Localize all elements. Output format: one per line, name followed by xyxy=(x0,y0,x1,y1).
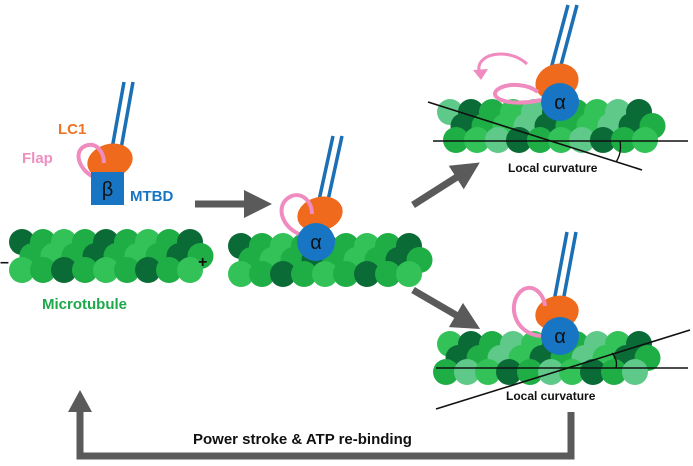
local-curvature-label-top: Local curvature xyxy=(508,161,598,175)
tubulin-subunit xyxy=(396,261,422,287)
tubulin-subunit xyxy=(454,359,480,385)
microtubule-label: Microtubule xyxy=(42,296,127,313)
tubulin-subunit xyxy=(375,261,401,287)
beta-symbol: β xyxy=(102,179,114,201)
tubulin-subunit xyxy=(30,257,56,283)
mtbd-alpha-head xyxy=(541,317,579,355)
tubulin-subunit xyxy=(249,261,275,287)
tubulin-subunit xyxy=(312,261,338,287)
alpha-symbol: α xyxy=(554,92,566,114)
tubulin-subunit xyxy=(569,127,595,153)
mtbd-alpha-head xyxy=(541,83,579,121)
tubulin-subunit xyxy=(93,257,119,283)
tubulin-subunit xyxy=(291,261,317,287)
tubulin-subunit xyxy=(464,127,490,153)
lc1-label: LC1 xyxy=(58,121,86,138)
panel-curvature-top: α xyxy=(473,4,579,121)
tubulin-subunit xyxy=(590,127,616,153)
tubulin-subunit xyxy=(354,261,380,287)
tubulin-subunit xyxy=(433,359,459,385)
arrow-to-top xyxy=(411,162,480,208)
curvature-line-tilted xyxy=(435,329,691,410)
tubulin-subunit xyxy=(135,257,161,283)
local-curvature-label-bottom: Local curvature xyxy=(506,389,596,403)
curvature-angle-arc xyxy=(615,140,622,163)
tubulin-subunit xyxy=(538,359,564,385)
mtbd-beta-head xyxy=(91,172,124,205)
tubulin-subunit xyxy=(177,257,203,283)
flap-motion-arrowhead xyxy=(473,69,488,80)
flap-loop xyxy=(279,193,314,238)
tubulin-subunit xyxy=(228,261,254,287)
panel-beta-state: β LC1 Flap MTBD xyxy=(22,81,173,205)
panel-alpha-bound: α xyxy=(279,135,344,261)
cycle-return-arrow xyxy=(76,410,575,460)
flap-loop xyxy=(511,285,547,338)
tubulin-subunit xyxy=(156,257,182,283)
tubulin-subunit xyxy=(72,257,98,283)
flap-loop xyxy=(492,82,542,105)
tubulin-subunit xyxy=(51,257,77,283)
tubulin-subunit xyxy=(622,359,648,385)
curvature-line-tilted xyxy=(427,101,643,171)
tubulin-subunit xyxy=(475,359,501,385)
cycle-label: Power stroke & ATP re-binding xyxy=(193,431,412,448)
tubulin-subunit xyxy=(611,127,637,153)
alpha-symbol: α xyxy=(310,232,322,254)
tubulin-subunit xyxy=(580,359,606,385)
alpha-symbol: α xyxy=(554,326,566,348)
tubulin-subunit xyxy=(601,359,627,385)
plus-end-label: + xyxy=(198,254,207,271)
tubulin-subunit xyxy=(527,127,553,153)
panel-curvature-bottom: α xyxy=(511,231,579,355)
flap-motion-arrow xyxy=(477,52,529,75)
lc1-shape xyxy=(87,143,133,179)
tubulin-subunit xyxy=(443,127,469,153)
tubulin-subunit xyxy=(114,257,140,283)
tubulin-subunit xyxy=(270,261,296,287)
flap-loop xyxy=(76,142,106,180)
tubulin-subunit xyxy=(333,261,359,287)
mtbd-alpha-head xyxy=(297,223,335,261)
flap-label: Flap xyxy=(22,150,53,167)
arrow-to-bottom xyxy=(411,286,481,330)
tubulin-subunit xyxy=(485,127,511,153)
tubulin-subunit xyxy=(632,127,658,153)
curvature-angle-arc xyxy=(611,352,618,369)
minus-end-label: – xyxy=(0,254,9,271)
tubulin-subunit xyxy=(9,257,35,283)
cycle-return-arrowhead xyxy=(68,390,92,412)
mtbd-label: MTBD xyxy=(130,188,173,205)
tubulin-subunit xyxy=(496,359,522,385)
microtubule-left xyxy=(9,229,214,283)
